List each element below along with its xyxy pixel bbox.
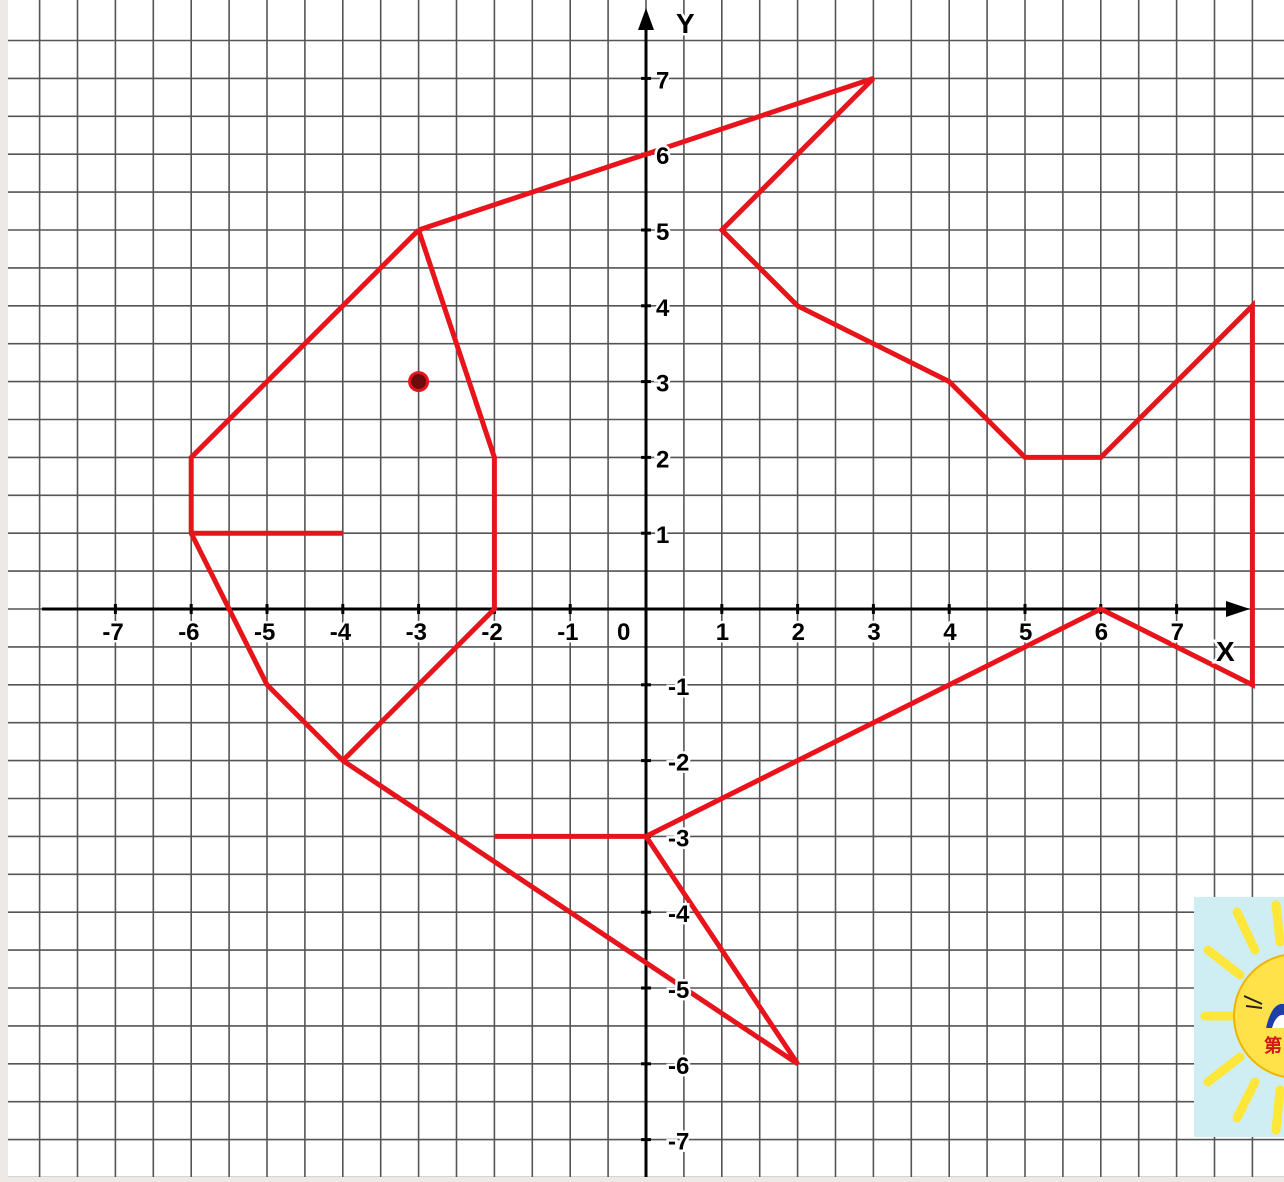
x-tick-label: -3 xyxy=(406,619,427,646)
x-tick-label: -6 xyxy=(178,619,199,646)
y-tick-label: -2 xyxy=(668,750,689,777)
y-tick-label: -6 xyxy=(668,1053,689,1080)
x-tick-label: 6 xyxy=(1095,619,1108,646)
y-tick-label: -3 xyxy=(668,825,689,852)
origin-label: 0 xyxy=(617,619,630,646)
x-tick-label: 2 xyxy=(792,619,805,646)
y-tick-label: 5 xyxy=(656,219,669,246)
y-tick-label: -1 xyxy=(668,674,689,701)
x-tick-label: 4 xyxy=(943,619,957,646)
x-axis-label: X xyxy=(1216,636,1235,667)
x-tick-label: -2 xyxy=(481,619,502,646)
x-tick-label: -4 xyxy=(330,619,352,646)
sticker-text: 第 xyxy=(1264,1035,1282,1056)
x-tick-label: -7 xyxy=(102,619,123,646)
x-tick-label: 7 xyxy=(1171,619,1184,646)
smiling-sun-icon: 第 xyxy=(1194,897,1284,1137)
x-tick-label: -1 xyxy=(557,619,578,646)
y-tick-label: -4 xyxy=(668,901,690,928)
y-tick-label: 1 xyxy=(656,522,669,549)
x-tick-label: 3 xyxy=(867,619,880,646)
y-tick-label: 7 xyxy=(656,67,669,94)
y-axis-label: Y xyxy=(676,8,695,39)
eye-dot xyxy=(410,373,428,391)
x-tick-label: 1 xyxy=(716,619,729,646)
y-tick-label: 3 xyxy=(656,371,669,398)
y-tick-label: -7 xyxy=(668,1129,689,1156)
y-tick-label: 6 xyxy=(656,143,669,170)
x-tick-label: -5 xyxy=(254,619,275,646)
y-tick-label: 4 xyxy=(656,295,670,322)
y-tick-label: -5 xyxy=(668,977,689,1004)
y-tick-label: 2 xyxy=(656,446,669,473)
x-tick-label: 5 xyxy=(1019,619,1032,646)
